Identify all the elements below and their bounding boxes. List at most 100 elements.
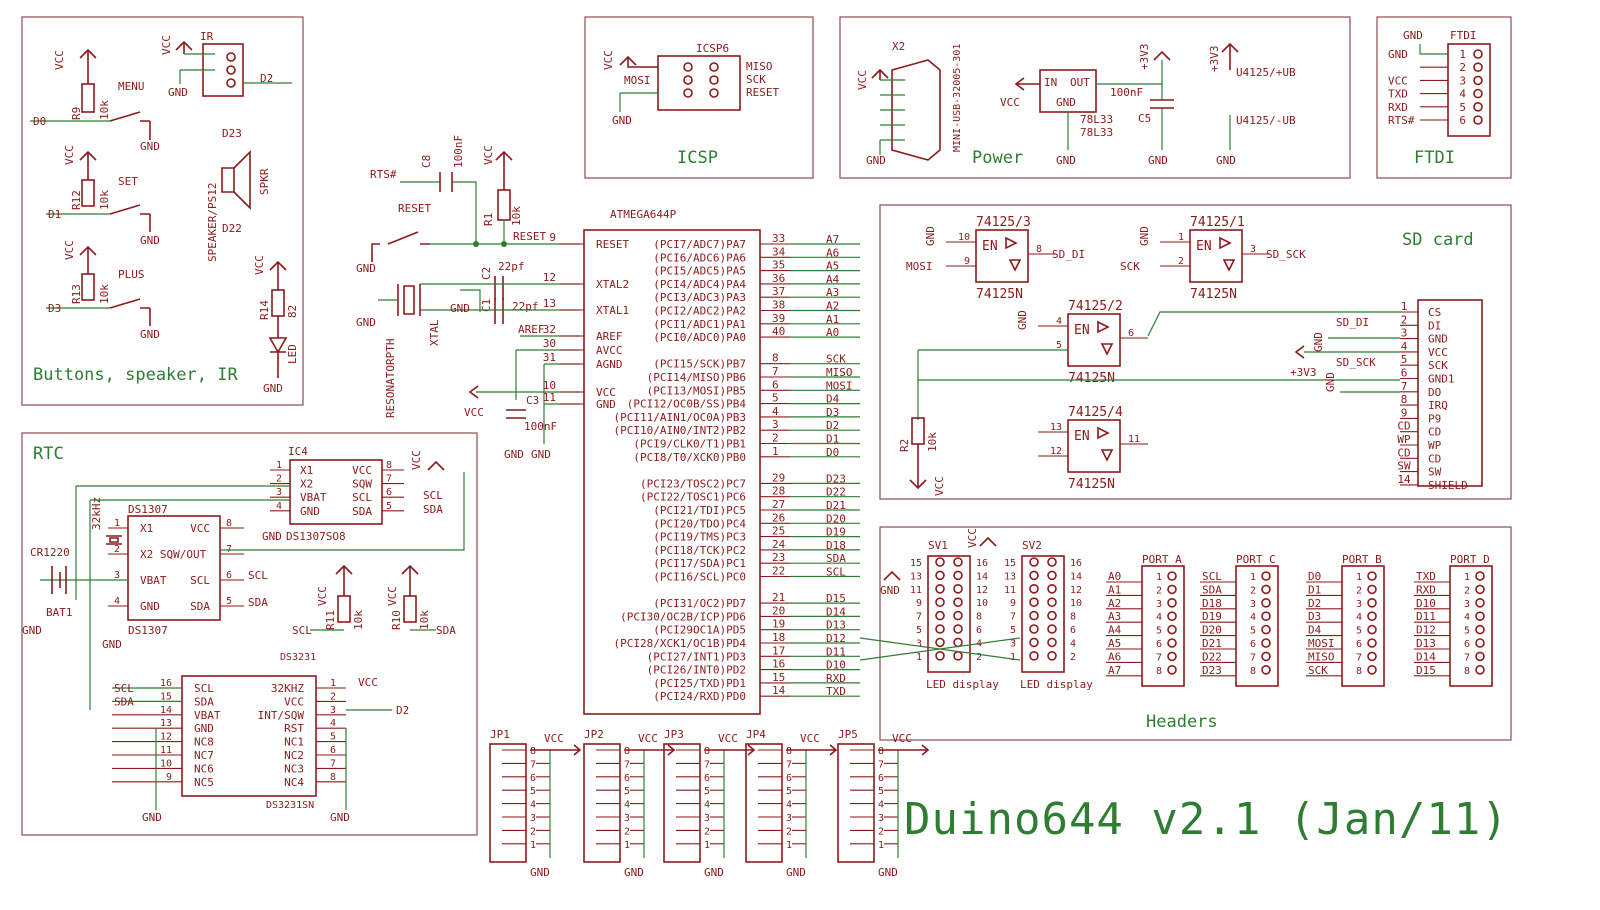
mcu-net-label: D19 bbox=[826, 526, 846, 539]
sd-pin-number: CD bbox=[1397, 420, 1410, 433]
jumper-label: JP3 bbox=[664, 728, 684, 741]
sd-pin-label: P9 bbox=[1428, 412, 1441, 425]
mcu-pin-number: 20 bbox=[772, 604, 785, 617]
r13-value: 10k bbox=[98, 284, 111, 304]
scl-net: SCL bbox=[248, 569, 268, 582]
vcc-label: VCC bbox=[464, 406, 484, 419]
port_b-net-label: D3 bbox=[1308, 610, 1321, 623]
mcu-net-label: A6 bbox=[826, 246, 839, 259]
sv1-pin bbox=[935, 650, 945, 661]
rts-wire bbox=[400, 181, 477, 244]
port_c-net-label: D21 bbox=[1202, 637, 1222, 650]
port_d-pin bbox=[1475, 571, 1485, 581]
set-label: SET bbox=[118, 175, 138, 188]
sv1-pin bbox=[953, 610, 963, 621]
rts-net: RTS# bbox=[370, 168, 397, 181]
r2-label: R2 bbox=[898, 439, 911, 452]
buffer-pin-number: 1 bbox=[1178, 232, 1184, 243]
ftdi-label: FTDI bbox=[1450, 29, 1477, 42]
mcu-pin-label: (PCI4/ADC4)PA4 bbox=[653, 278, 746, 291]
port_d-pin-number: 1 bbox=[1464, 572, 1470, 583]
port_a-net-label: A4 bbox=[1108, 624, 1122, 637]
mcu-pin-number: 17 bbox=[772, 644, 785, 657]
mcu-net-label: D20 bbox=[826, 512, 846, 525]
sv2-pin bbox=[1047, 624, 1057, 634]
jumper-pin-number: 8 bbox=[704, 746, 710, 757]
sd-pin-number: 7 bbox=[1401, 380, 1408, 393]
gnd-label: GND bbox=[22, 624, 42, 637]
ic-pin-number: 8 bbox=[226, 518, 232, 529]
port_d-pin-number: 2 bbox=[1464, 585, 1470, 596]
vcc-label: VCC bbox=[718, 732, 738, 745]
vcc-label: VCC bbox=[482, 145, 495, 165]
jumper-pin-number: 6 bbox=[624, 773, 630, 784]
gnd-label: GND bbox=[1148, 154, 1168, 167]
c8-capacitor bbox=[439, 172, 453, 192]
atmega644p: ATMEGA644P RESET9XTAL212XTAL113AREF32AVC… bbox=[543, 208, 860, 715]
port_d-pin-number: 7 bbox=[1464, 652, 1470, 663]
r12-label: R12 bbox=[70, 190, 83, 210]
mcu-pin-label: (PCI5/ADC5)PA5 bbox=[653, 265, 746, 278]
buffer-pin-number: 4 bbox=[1056, 316, 1062, 327]
mcu-pin-number: 37 bbox=[772, 285, 785, 298]
mcu-pin-number: 23 bbox=[772, 551, 785, 564]
port_d-header bbox=[1449, 565, 1493, 687]
buffer-part: 74125N bbox=[1190, 287, 1237, 302]
u14-label: U4125/+UB bbox=[1236, 66, 1296, 79]
vcc-label: VCC bbox=[316, 586, 329, 606]
buffer-pin-number: 6 bbox=[1128, 328, 1134, 339]
mcu-net-label: D3 bbox=[826, 406, 839, 419]
ftdi-pin-number: 6 bbox=[1459, 114, 1466, 127]
mcu-net-label: A1 bbox=[826, 313, 839, 326]
mcu-pin-label: (PCI17/SDA)PC1 bbox=[653, 557, 746, 570]
mcu-net-label: A7 bbox=[826, 233, 839, 246]
mcu-pin-number: 11 bbox=[543, 391, 556, 404]
port_a-pin bbox=[1167, 664, 1177, 675]
sv1-pin-number: 8 bbox=[976, 612, 982, 623]
ic-pin-label: NC3 bbox=[284, 762, 304, 775]
buttons-frame bbox=[21, 16, 304, 406]
mcu-pin-number: 36 bbox=[772, 272, 785, 285]
ic-pin-number: 2 bbox=[114, 544, 120, 555]
vcc-arrow bbox=[427, 460, 445, 471]
r1-resistor bbox=[497, 189, 511, 221]
mcu-pin-number: 35 bbox=[772, 259, 785, 272]
mcu-pin-label: (PCI23/TOSC2)PC7 bbox=[640, 477, 746, 490]
rtc-frame bbox=[21, 432, 478, 836]
sd-pin-label: GND bbox=[1428, 333, 1448, 346]
ic-pin-label: SDA bbox=[190, 600, 210, 613]
ic4-label: IC4 bbox=[288, 445, 308, 458]
ic-pin-label: VCC bbox=[190, 522, 210, 535]
mcu-pin-number: 31 bbox=[543, 351, 556, 364]
ftdi-pin bbox=[1473, 102, 1483, 112]
ir-pin3 bbox=[226, 78, 236, 88]
r12-resistor bbox=[81, 179, 95, 207]
mcu-pin-number: 33 bbox=[772, 232, 785, 245]
ic-pin-number: 3 bbox=[114, 570, 120, 581]
c2-value: 22pf bbox=[498, 260, 525, 273]
mcu-pin-number: 19 bbox=[772, 618, 785, 631]
r10-label: R10 bbox=[390, 610, 403, 630]
gnd-label: GND bbox=[330, 811, 350, 824]
buffer-en: EN bbox=[1074, 429, 1090, 444]
ic-pin-label: RST bbox=[284, 722, 304, 735]
mcu-pin-number: 30 bbox=[543, 337, 556, 350]
buffer-pin-number: 12 bbox=[1050, 446, 1062, 457]
vcc-label: VCC bbox=[410, 450, 423, 470]
port_c-net-label: D22 bbox=[1202, 650, 1222, 663]
sv1-pin-number: 16 bbox=[976, 558, 988, 569]
mcu-pin-number: 5 bbox=[772, 392, 779, 405]
jumper-pin-number: 2 bbox=[878, 826, 884, 837]
mcu-net-label: D21 bbox=[826, 499, 846, 512]
c1-value: 22pf bbox=[512, 300, 539, 313]
mcu-pin-label: XTAL1 bbox=[596, 304, 629, 317]
port_b-pin bbox=[1367, 584, 1377, 595]
sv2-pin bbox=[1029, 597, 1039, 608]
port_b-pin bbox=[1367, 571, 1377, 581]
r2-value: 10k bbox=[926, 432, 939, 452]
mcu-pin-number: 38 bbox=[772, 299, 785, 312]
icsp-wire bbox=[619, 92, 658, 112]
sv1-pin-number: 1 bbox=[916, 652, 922, 663]
sv2-pin-number: 16 bbox=[1070, 558, 1082, 569]
ic-pin-number: 4 bbox=[330, 718, 336, 729]
